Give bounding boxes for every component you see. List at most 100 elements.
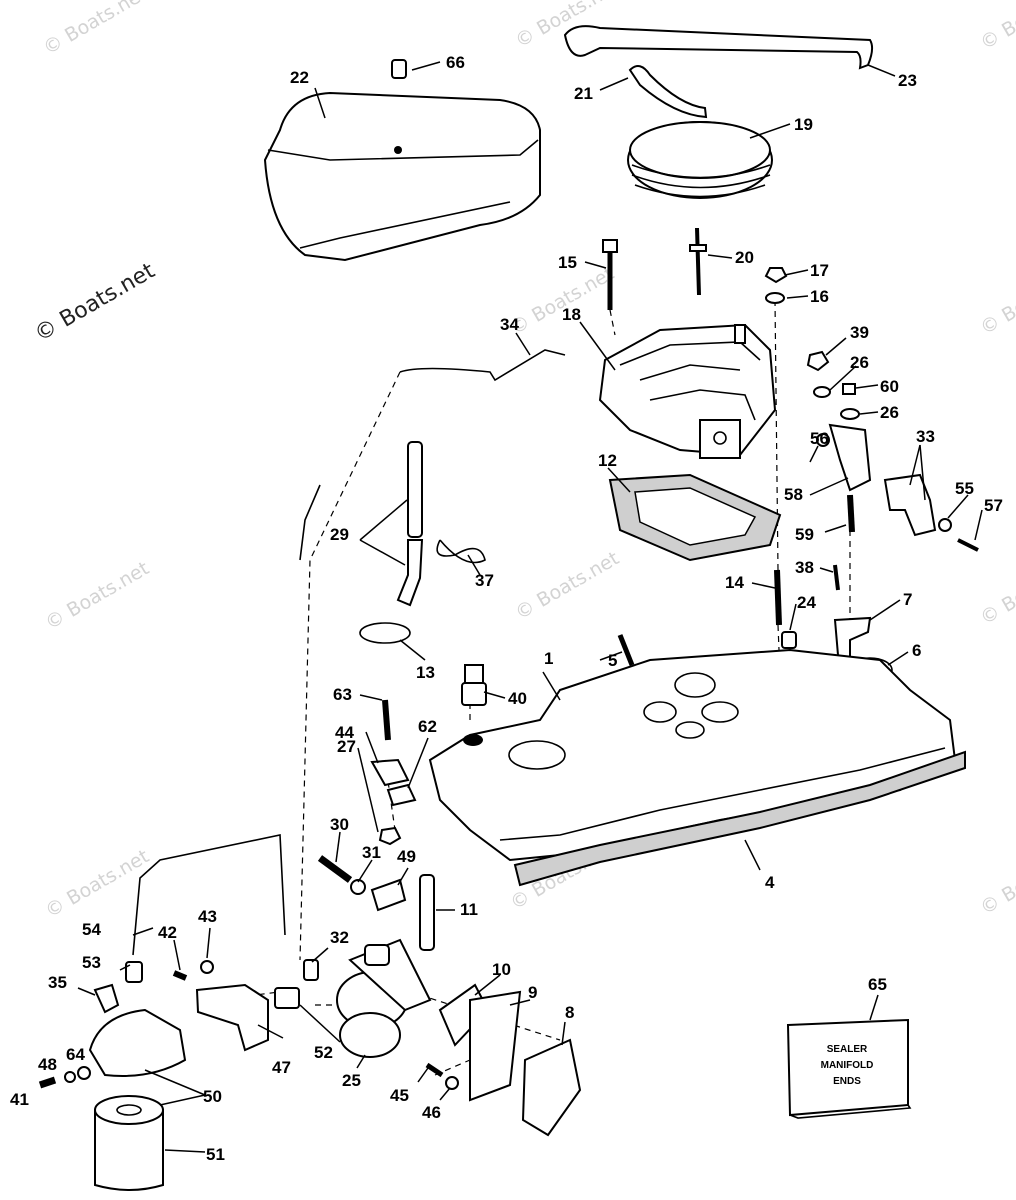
part-label: 49 xyxy=(397,847,416,866)
part-label: 4 xyxy=(765,873,775,892)
watermark-text: © Boats.net xyxy=(977,262,1016,339)
fuel-pump-25 xyxy=(336,938,432,1058)
watermark-text: © Boats.net xyxy=(42,845,153,922)
elbow-fitting-35 xyxy=(93,983,120,1014)
gasket-8 xyxy=(521,1038,582,1137)
part-label: 38 xyxy=(795,558,814,577)
watermark-text: © Boats.net xyxy=(977,0,1016,54)
part-label: 41 xyxy=(10,1090,29,1109)
sealer-box-line2: MANIFOLD xyxy=(821,1060,874,1071)
part-label: 12 xyxy=(598,451,617,470)
bolt-30 xyxy=(317,855,353,883)
bolt-41 xyxy=(38,1076,57,1089)
washer-64 xyxy=(77,1066,91,1080)
carburetor-gasket-12 xyxy=(608,473,782,562)
part-label: 37 xyxy=(475,571,494,590)
clamp-37 xyxy=(436,539,486,564)
part-label: 8 xyxy=(565,1003,574,1022)
part-label: 64 xyxy=(66,1045,85,1064)
washer-26-upper xyxy=(813,386,831,398)
part-label: 45 xyxy=(390,1086,409,1105)
sealer-box-line3: ENDS xyxy=(833,1076,861,1087)
watermark-text: © Boats.net xyxy=(977,552,1016,629)
bracket-21 xyxy=(628,65,708,119)
flame-arrestor-19 xyxy=(627,121,773,199)
part-label: 33 xyxy=(916,427,935,446)
screw-60 xyxy=(842,383,856,395)
part-label: 32 xyxy=(330,928,349,947)
fuel-line-54 xyxy=(132,834,286,956)
fuel-filter-51 xyxy=(94,1095,164,1191)
filter-bracket-47 xyxy=(195,983,269,1052)
part-label: 30 xyxy=(330,815,349,834)
vent-hose-29 xyxy=(396,441,424,607)
part-label: 29 xyxy=(330,525,349,544)
clamp-13 xyxy=(359,622,411,644)
part-label: 53 xyxy=(82,953,101,972)
part-label: 17 xyxy=(810,261,829,280)
bolt-45 xyxy=(425,1062,444,1078)
part-label: 14 xyxy=(725,573,744,592)
watermark-text: © Boats.net xyxy=(977,842,1016,919)
part-label: 55 xyxy=(955,479,974,498)
part-label: 60 xyxy=(880,377,899,396)
stud-59 xyxy=(847,494,855,533)
part-label: 16 xyxy=(810,287,829,306)
part-label: 1 xyxy=(544,649,553,668)
watermark-text: © Boats.net xyxy=(507,262,618,339)
watermark-text: © Boats.net xyxy=(42,557,153,634)
part-label: 25 xyxy=(342,1071,361,1090)
fitting-32 xyxy=(303,959,319,981)
part-label: 43 xyxy=(198,907,217,926)
part-label: 47 xyxy=(272,1058,291,1077)
part-label: 31 xyxy=(362,843,381,862)
sealer-box-65: SEALER MANIFOLD ENDS xyxy=(786,1018,912,1119)
fuel-line-end xyxy=(299,484,321,561)
washer-55 xyxy=(938,518,952,532)
part-label: 26 xyxy=(850,353,869,372)
part-label: 35 xyxy=(48,973,67,992)
flame-arrestor-cover xyxy=(263,91,541,262)
part-label: 21 xyxy=(574,84,593,103)
nut-46 xyxy=(445,1076,459,1090)
sealer-box-line1: SEALER xyxy=(827,1044,868,1055)
washer-16 xyxy=(765,292,785,304)
bolt-15 xyxy=(602,239,618,310)
part-label: 42 xyxy=(158,923,177,942)
part-label: 6 xyxy=(912,641,921,660)
part-label: 56 xyxy=(810,429,829,448)
part-label: 20 xyxy=(735,248,754,267)
manifold-gasket-4 xyxy=(513,750,966,887)
leader-lines xyxy=(77,61,983,1153)
hose-11 xyxy=(419,874,435,951)
bracket-7 xyxy=(833,616,872,662)
fitting-53 xyxy=(125,961,143,983)
part-label: 58 xyxy=(784,485,803,504)
bolt-63 xyxy=(382,699,391,741)
part-label: 5 xyxy=(608,651,617,670)
part-label: 40 xyxy=(508,689,527,708)
washer-43 xyxy=(200,960,214,974)
part-label: 15 xyxy=(558,253,577,272)
stud-14 xyxy=(774,569,782,626)
part-label: 23 xyxy=(898,71,917,90)
screw-57 xyxy=(957,538,979,552)
part-label: 46 xyxy=(422,1103,441,1122)
part-label: 48 xyxy=(38,1055,57,1074)
part-label: 44 xyxy=(335,723,354,742)
bracket-33 xyxy=(883,473,937,537)
nut-27 xyxy=(378,826,402,846)
part-label: 39 xyxy=(850,323,869,342)
part-label: 22 xyxy=(290,68,309,87)
bracket-58 xyxy=(828,423,872,492)
washer-31 xyxy=(350,879,366,895)
nut-39 xyxy=(806,350,830,372)
part-label: 7 xyxy=(903,590,912,609)
filter-head-50 xyxy=(88,1008,187,1077)
watermark-text: © Boats.net xyxy=(40,0,151,59)
part-label: 34 xyxy=(500,315,519,334)
temperature-sender-40 xyxy=(461,664,487,706)
carburetor-18 xyxy=(598,323,777,459)
part-label: 62 xyxy=(418,717,437,736)
